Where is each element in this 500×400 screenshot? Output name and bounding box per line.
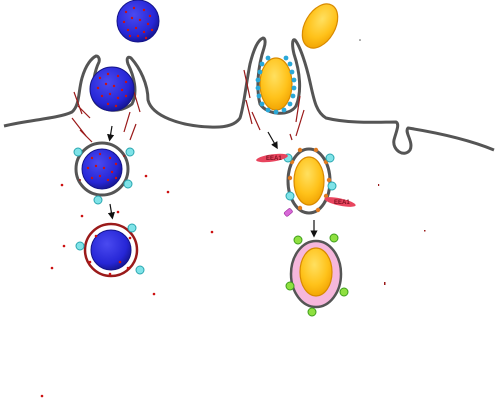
magenta-tag xyxy=(283,208,293,217)
early-macropinosome xyxy=(73,141,135,205)
free-blue-particle xyxy=(116,0,160,43)
eea1-label-right: EEA1 xyxy=(334,200,350,206)
coated-yellow-particle xyxy=(255,55,297,115)
eea1-tag-top: EEA1 xyxy=(256,153,288,163)
late-phagosome xyxy=(285,233,349,317)
blue-coat-receptors xyxy=(255,55,297,115)
down-arrow-icon xyxy=(107,125,115,142)
small-dot xyxy=(359,39,361,41)
red-cargo-dots xyxy=(122,6,154,40)
released-cargo-dots xyxy=(40,174,214,398)
eea1-tag-right: EEA1 xyxy=(324,197,356,207)
early-phagosome: EEA1 EEA1 xyxy=(256,147,356,217)
scatter-marks-right xyxy=(378,184,426,285)
plasma-membrane xyxy=(3,36,495,155)
engulfed-blue-particle xyxy=(89,66,135,112)
free-yellow-particle xyxy=(301,3,339,49)
cyan-proteins xyxy=(73,147,135,205)
green-markers xyxy=(285,233,349,317)
down-arrow-icon xyxy=(107,203,115,220)
down-arrow-icon xyxy=(267,131,278,150)
eea1-label-top: EEA1 xyxy=(266,156,282,162)
actin-filaments-left xyxy=(71,91,141,143)
late-macropinosome xyxy=(75,222,145,278)
actin-filaments-right xyxy=(243,69,305,137)
small-tick xyxy=(289,133,293,141)
